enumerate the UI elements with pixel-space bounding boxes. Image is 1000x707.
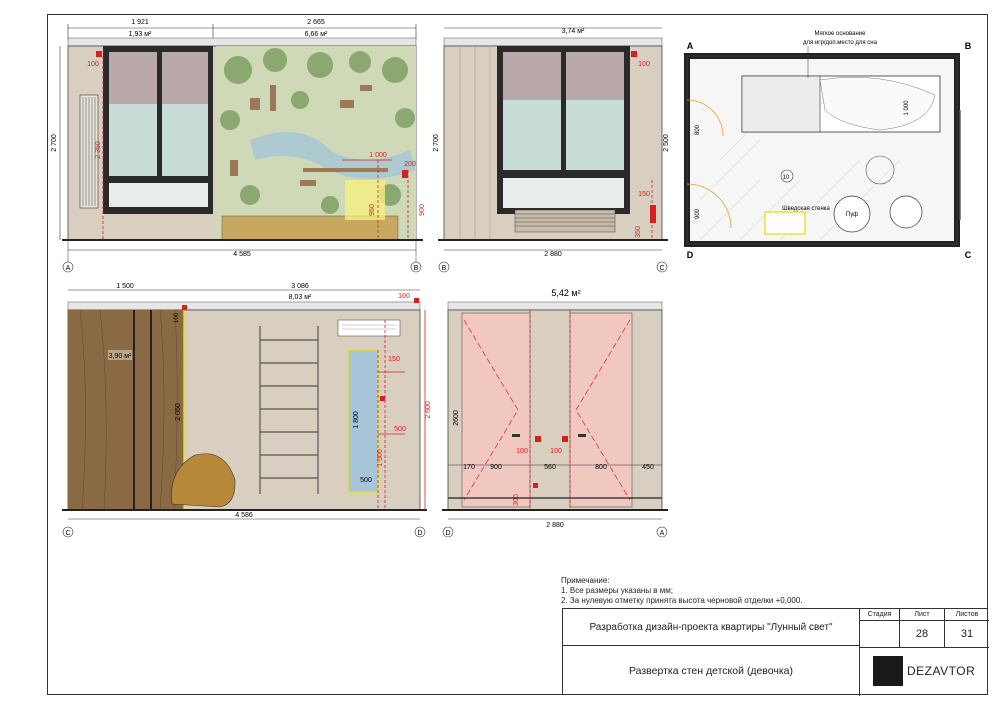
corner-b: B bbox=[965, 41, 972, 51]
dim-800: 800 bbox=[595, 464, 607, 471]
logo-text: DEZAVTOR bbox=[907, 664, 976, 678]
axis-c2: C bbox=[65, 530, 70, 537]
mark-150-cd: 150 bbox=[388, 356, 400, 363]
mark-350: 350 bbox=[635, 226, 642, 238]
stage-label: Стадия bbox=[860, 609, 899, 621]
mark-2600-da: 2600 bbox=[453, 410, 460, 426]
dim-560: 560 bbox=[544, 464, 556, 471]
mark-900: 900 bbox=[419, 204, 426, 216]
sheets-label: Листов bbox=[945, 609, 989, 621]
mark-100-da-1: 100 bbox=[516, 448, 528, 455]
plan-mark-1000: 1 000 bbox=[904, 100, 910, 116]
project-name: Разработка дизайн-проекта квартиры "Лунн… bbox=[563, 609, 860, 646]
dim-right-bc: 2 500 bbox=[663, 134, 670, 152]
dim-left: 2 700 bbox=[51, 134, 58, 152]
mark-500-cd: 500 bbox=[394, 426, 406, 433]
area-2: 6,66 м² bbox=[305, 31, 328, 38]
label-wall-bars: Шведская стенка bbox=[782, 206, 830, 212]
floor-plan: 10 Мягкое основание для игр/доп.место дл… bbox=[684, 31, 972, 260]
area-1: 1,93 м² bbox=[129, 31, 152, 38]
dim-bottom-bc: 2 880 bbox=[544, 251, 562, 258]
title-block: Разработка дизайн-проекта квартиры "Лунн… bbox=[562, 608, 989, 696]
mark-2600-cd: 2 600 bbox=[425, 401, 432, 419]
corner-c: C bbox=[965, 250, 972, 260]
label-soft-base-2: для игр/доп.место для сна bbox=[803, 40, 878, 46]
mark-950: 950 bbox=[369, 204, 376, 216]
logo-mark-icon bbox=[873, 656, 903, 686]
mark-2050: 2 050 bbox=[175, 403, 182, 421]
dim-450: 450 bbox=[642, 464, 654, 471]
label-pouf: Пуф bbox=[846, 212, 858, 218]
mark-100-bc: 100 bbox=[638, 61, 650, 68]
axis-d: D bbox=[417, 530, 422, 537]
sheets-cell: Листов 31 bbox=[945, 609, 989, 648]
sheet-value: 28 bbox=[900, 621, 944, 648]
dim-900: 900 bbox=[490, 464, 502, 471]
stage-cell: Стадия bbox=[860, 609, 900, 648]
corner-a: A bbox=[687, 41, 694, 51]
dim-bottom-cd: 4 586 bbox=[235, 512, 253, 519]
notes-block: Примечание: 1. Все размеры указаны в мм;… bbox=[561, 576, 803, 606]
drawing-sheet bbox=[47, 14, 988, 695]
label-soft-base: Мягкое основание bbox=[815, 31, 867, 37]
mark-1000: 1 000 bbox=[369, 152, 387, 159]
area-wood: 3,90 м² bbox=[109, 353, 132, 360]
area-bc: 3,74 м² bbox=[562, 28, 585, 35]
room-number: 10 bbox=[783, 175, 790, 181]
mark-100-cd: 100 bbox=[398, 293, 410, 300]
notes-title: Примечание: bbox=[561, 576, 610, 585]
dim-top-1: 1 921 bbox=[131, 19, 149, 26]
axis-c: C bbox=[659, 265, 664, 272]
dim-top-cd-2: 3 086 bbox=[291, 283, 309, 290]
mark-300: 300 bbox=[513, 494, 520, 506]
axis-a: A bbox=[66, 265, 71, 272]
sheet-label: Лист bbox=[900, 609, 944, 621]
dim-left-bc: 2 700 bbox=[433, 134, 440, 152]
dim-bottom-da: 2 880 bbox=[546, 522, 564, 529]
notes-line-2: 2. За нулевую отметку принята высота чер… bbox=[561, 596, 803, 605]
dim-top-2: 2 665 bbox=[307, 19, 325, 26]
corner-d: D bbox=[687, 250, 694, 260]
elevation-c-d: 1 500 3 086 8,03 м² 3,90 м² bbox=[62, 283, 432, 538]
mark-2350: 2 350 bbox=[95, 141, 102, 159]
mark-150: 150 bbox=[638, 191, 650, 198]
mark-1800: 1 800 bbox=[353, 411, 360, 429]
stage-value bbox=[860, 621, 899, 648]
elevation-b-c: 3,74 м² 150 350 100 2 700 2 500 2 880 B bbox=[433, 27, 670, 273]
mark-100: 100 bbox=[87, 61, 99, 68]
dim-bottom: 4 585 bbox=[233, 251, 251, 258]
mark-100-top: 100 bbox=[174, 312, 180, 323]
axis-b2: B bbox=[442, 265, 447, 272]
mark-1500: 1 500 bbox=[377, 449, 384, 467]
elevation-a-b: 1 921 2 665 1,93 м² 6,66 м² bbox=[51, 19, 426, 273]
elevation-d-a: 5,42 м² 170 900 560 800 450 2600 100 100… bbox=[442, 288, 668, 538]
mark-500-b: 500 bbox=[360, 477, 372, 484]
sheet-title: Развертка стен детской (девочка) bbox=[563, 646, 860, 696]
axis-b: B bbox=[414, 265, 419, 272]
axis-a2: A bbox=[660, 530, 665, 537]
company-logo: DEZAVTOR bbox=[873, 651, 985, 691]
dim-top-cd-1: 1 500 bbox=[116, 283, 134, 290]
area-cd: 8,03 м² bbox=[289, 294, 312, 301]
sheet-cell: Лист 28 bbox=[900, 609, 945, 648]
plan-mark-800: 800 bbox=[695, 124, 701, 135]
dim-170: 170 bbox=[463, 464, 475, 471]
mark-200: 200 bbox=[404, 161, 416, 168]
axis-d2: D bbox=[445, 530, 450, 537]
area-da: 5,42 м² bbox=[551, 288, 580, 298]
plan-mark-900: 900 bbox=[695, 208, 701, 219]
sheets-value: 31 bbox=[945, 621, 989, 648]
notes-line-1: 1. Все размеры указаны в мм; bbox=[561, 586, 673, 595]
mark-100-da-2: 100 bbox=[550, 448, 562, 455]
